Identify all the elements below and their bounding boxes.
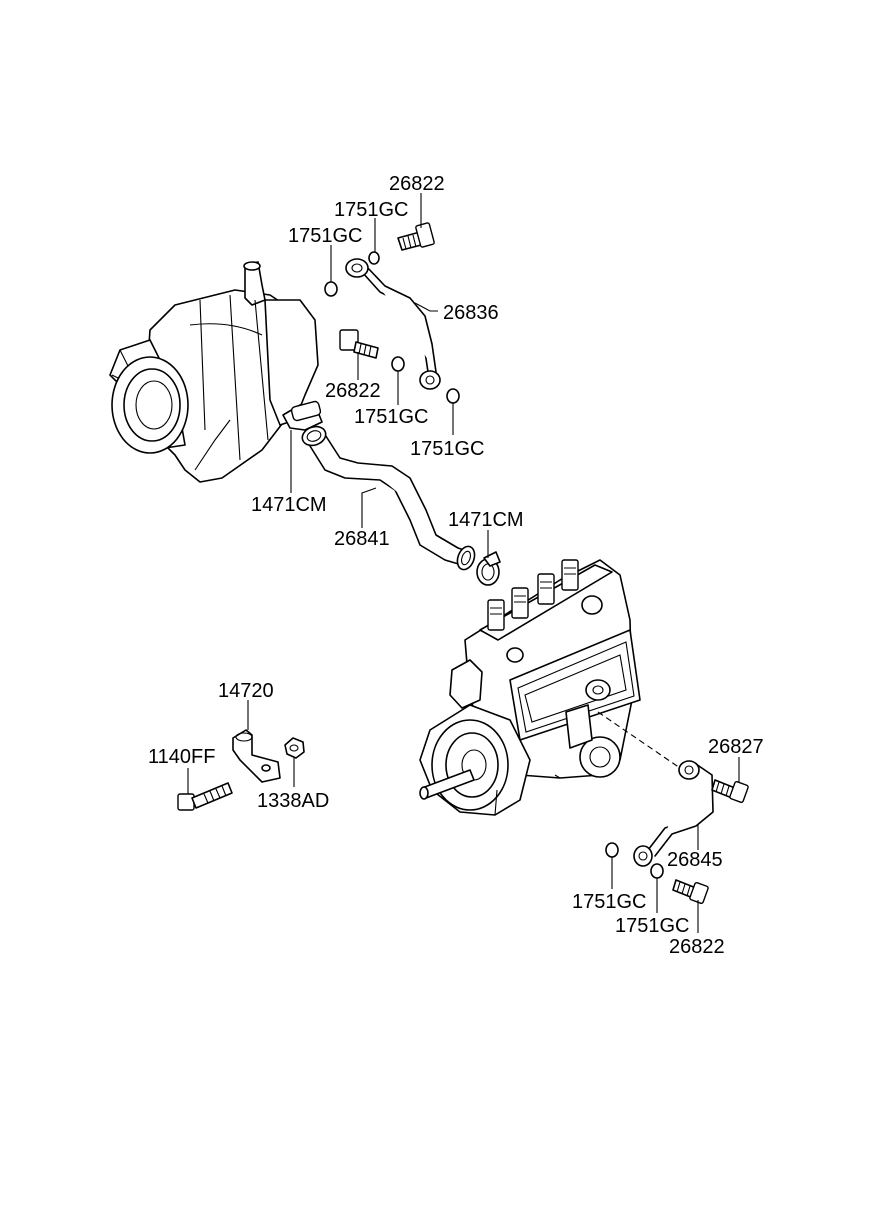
label-1751GC-c: 1751GC — [354, 406, 429, 428]
label-1471CM-left: 1471CM — [251, 494, 327, 516]
washer-1751GC-e — [605, 842, 619, 858]
clamp-1471CM-right — [476, 551, 501, 586]
label-26845: 26845 — [667, 849, 723, 871]
washer-1751GC-d — [446, 388, 460, 404]
injection-pump-assembly — [419, 559, 641, 816]
label-26836: 26836 — [443, 302, 499, 324]
label-14720: 14720 — [218, 680, 274, 702]
label-1751GC-f: 1751GC — [615, 915, 690, 937]
hose-26841 — [301, 425, 476, 571]
label-1471CM-right: 1471CM — [448, 509, 524, 531]
label-1140FF: 1140FF — [148, 746, 215, 768]
leader-lines — [187, 193, 740, 933]
label-26841: 26841 — [334, 528, 390, 550]
label-26827: 26827 — [708, 736, 764, 758]
label-1751GC-b: 1751GC — [288, 225, 363, 247]
oil-pipe-26845 — [633, 760, 714, 867]
alternator-assembly — [109, 261, 323, 483]
label-26822-mid: 26822 — [325, 380, 381, 402]
nut-1338AD — [284, 737, 305, 759]
bolt-26822-bottom — [672, 879, 709, 904]
washer-1751GC-b — [324, 281, 338, 297]
label-1751GC-d: 1751GC — [410, 438, 485, 460]
label-1338AD: 1338AD — [257, 790, 329, 812]
bolt-1140FF — [177, 782, 233, 811]
oil-pipe-26836 — [345, 258, 441, 390]
label-1751GC-a: 1751GC — [334, 199, 409, 221]
label-26822-top: 26822 — [389, 173, 445, 195]
bracket-14720 — [232, 729, 281, 783]
washer-1751GC-f — [650, 863, 664, 879]
washer-1751GC-c — [391, 356, 405, 372]
delivery-valves — [487, 559, 579, 631]
bolt-26827 — [711, 779, 749, 803]
bolt-26822-top — [397, 222, 435, 251]
washer-1751GC-a — [368, 251, 380, 265]
label-1751GC-e: 1751GC — [572, 891, 647, 913]
bolt-26822-mid — [339, 329, 379, 359]
dashed-assembly-line — [597, 711, 681, 769]
label-26822-bottom: 26822 — [669, 936, 725, 958]
